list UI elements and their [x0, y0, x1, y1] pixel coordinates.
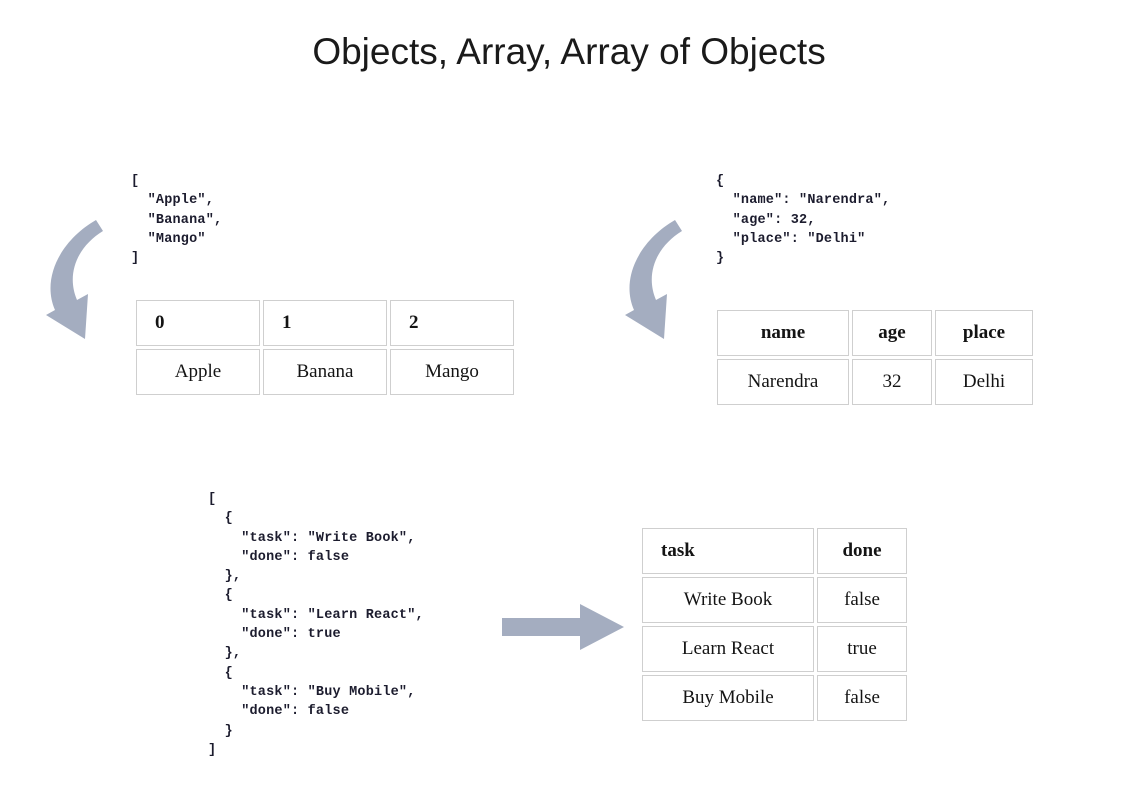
table-array-index: 0 1 2 Apple Banana Mango: [133, 297, 517, 398]
table-array-of-objects: task done Write Book false Learn React t…: [639, 525, 910, 724]
column-header-2: 2: [390, 300, 514, 346]
column-header-name: name: [717, 310, 849, 356]
column-header-0: 0: [136, 300, 260, 346]
cell-value: Delhi: [935, 359, 1033, 405]
cell-value: Banana: [263, 349, 387, 395]
column-header-age: age: [852, 310, 932, 356]
straight-arrow-icon-array-of-objects: [502, 604, 624, 650]
cell-value: Apple: [136, 349, 260, 395]
code-block-array: [ "Apple", "Banana", "Mango" ]: [131, 174, 223, 267]
table-row: Narendra 32 Delhi: [717, 359, 1033, 405]
table-row: Buy Mobile false: [642, 675, 907, 721]
code-block-array-of-objects: [ { "task": "Write Book", "done": false …: [208, 492, 424, 758]
table-header-row: name age place: [717, 310, 1033, 356]
table-object-fields: name age place Narendra 32 Delhi: [714, 307, 1036, 408]
curved-arrow-icon-object: [625, 220, 682, 339]
cell-value: Mango: [390, 349, 514, 395]
page-title: Objects, Array, Array of Objects: [312, 31, 826, 72]
column-header-1: 1: [263, 300, 387, 346]
column-header-task: task: [642, 528, 814, 574]
cell-value: 32: [852, 359, 932, 405]
table-row: Write Book false: [642, 577, 907, 623]
cell-value: false: [817, 577, 907, 623]
table-row: Learn React true: [642, 626, 907, 672]
code-block-object: { "name": "Narendra", "age": 32, "place"…: [716, 174, 891, 267]
cell-value: true: [817, 626, 907, 672]
table-row: Apple Banana Mango: [136, 349, 514, 395]
cell-value: Write Book: [642, 577, 814, 623]
cell-value: Buy Mobile: [642, 675, 814, 721]
curved-arrow-icon-array: [46, 220, 103, 339]
table-header-row: 0 1 2: [136, 300, 514, 346]
cell-value: false: [817, 675, 907, 721]
cell-value: Learn React: [642, 626, 814, 672]
table-header-row: task done: [642, 528, 907, 574]
column-header-place: place: [935, 310, 1033, 356]
cell-value: Narendra: [717, 359, 849, 405]
column-header-done: done: [817, 528, 907, 574]
